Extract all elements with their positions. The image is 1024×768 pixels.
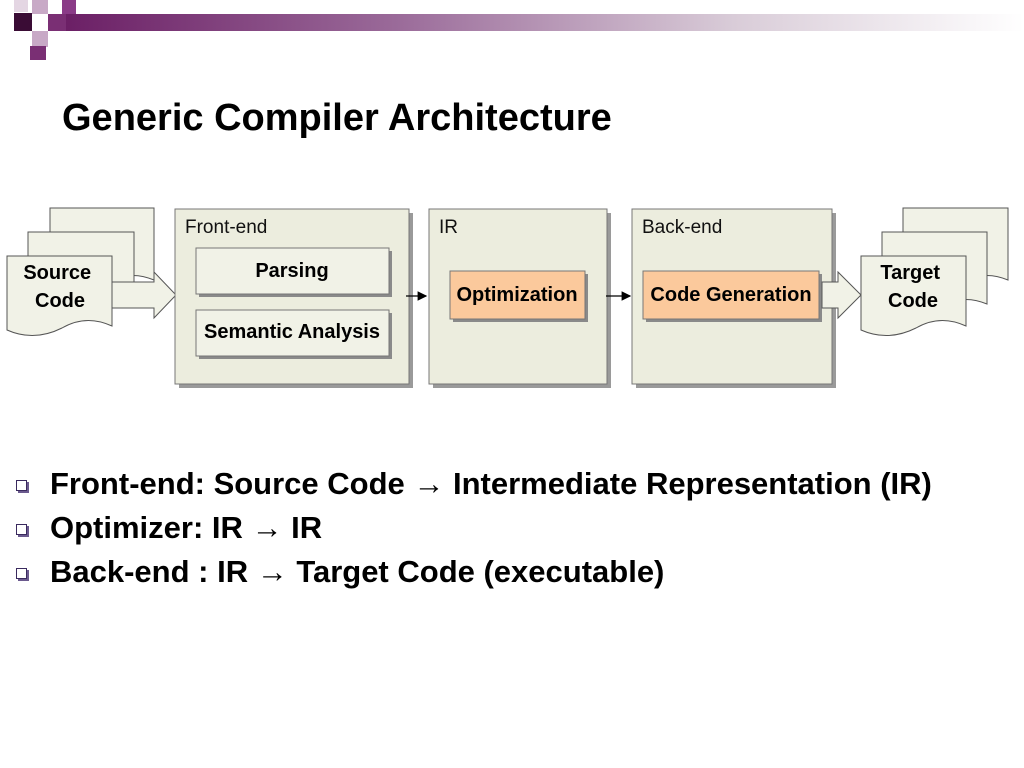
output-arrow (821, 270, 862, 320)
square-bullet-icon (16, 480, 27, 491)
square-bullet-icon (16, 568, 27, 579)
bullet-text: Front-end: Source Code → Intermediate Re… (50, 466, 932, 501)
source-code-document-icon: Source Code (6, 207, 155, 336)
bullet-list: Front-end: Source Code → Intermediate Re… (14, 466, 994, 598)
ir-title: IR (439, 217, 458, 238)
frontend-title: Front-end (185, 217, 267, 238)
input-arrow (111, 270, 177, 320)
target-label-line2: Code (888, 290, 938, 312)
header-decoration (0, 0, 1024, 62)
compiler-architecture-diagram: Source Code Front-end Parsing Semantic A… (0, 200, 1024, 400)
code-generation-box-label: Code Generation (650, 284, 811, 306)
target-code-document-icon: Target Code (860, 207, 1009, 336)
target-label-line1: Target (880, 262, 940, 284)
optimization-box-label: Optimization (456, 284, 577, 306)
source-label-line1: Source (23, 262, 91, 284)
source-code-label: Source Code (23, 262, 96, 312)
semantic-analysis-box-label: Semantic Analysis (204, 321, 380, 343)
bullet-text: Back-end : IR → Target Code (executable) (50, 554, 665, 589)
backend-panel: Back-end Code Generation (631, 208, 836, 388)
bullet-text: Optimizer: IR → IR (50, 510, 323, 545)
ir-panel: IR Optimization (428, 208, 611, 388)
source-label-line2: Code (35, 290, 85, 312)
bullet-item: Back-end : IR → Target Code (executable) (14, 554, 994, 589)
bullet-item: Optimizer: IR → IR (14, 510, 994, 545)
parsing-box-label: Parsing (255, 260, 328, 282)
backend-title: Back-end (642, 217, 722, 238)
slide-title: Generic Compiler Architecture (62, 97, 612, 140)
square-bullet-icon (16, 524, 27, 535)
target-code-label: Target Code (880, 262, 945, 312)
bullet-item: Front-end: Source Code → Intermediate Re… (14, 466, 994, 501)
frontend-panel: Front-end Parsing Semantic Analysis (174, 208, 413, 388)
